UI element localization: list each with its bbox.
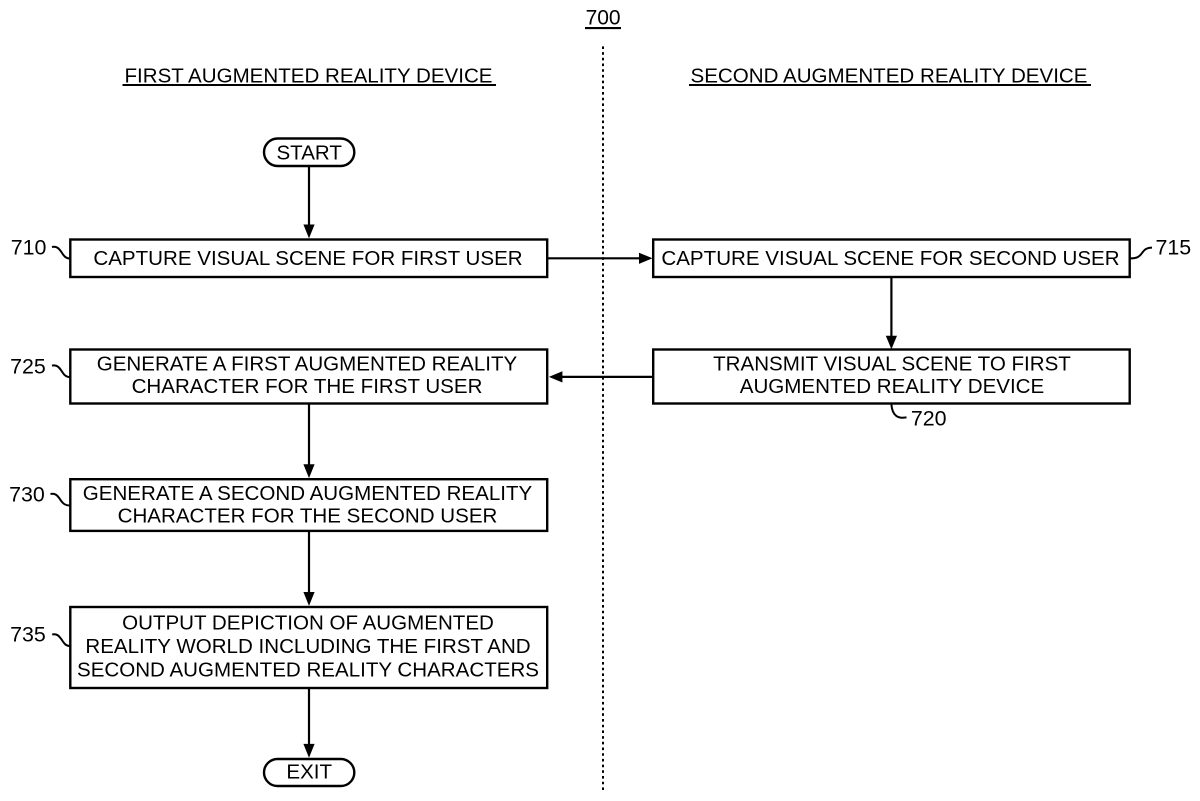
svg-text:EXIT: EXIT [286,760,332,783]
svg-text:FIRST AUGMENTED REALITY DEVICE: FIRST AUGMENTED REALITY DEVICE [124,65,492,88]
svg-text:SECOND AUGMENTED REALITY CHARA: SECOND AUGMENTED REALITY CHARACTERS [77,658,539,681]
svg-text:GENERATE A SECOND AUGMENTED RE: GENERATE A SECOND AUGMENTED REALITY [83,482,533,505]
svg-text:700: 700 [586,7,621,30]
svg-text:CHARACTER FOR THE FIRST USER: CHARACTER FOR THE FIRST USER [132,375,483,398]
svg-text:715: 715 [1155,236,1191,260]
svg-text:OUTPUT DEPICTION OF AUGMENTED: OUTPUT DEPICTION OF AUGMENTED [122,612,494,635]
svg-text:CHARACTER FOR THE SECOND USER: CHARACTER FOR THE SECOND USER [118,505,498,528]
svg-text:735: 735 [10,623,46,647]
svg-text:710: 710 [11,236,47,260]
svg-text:START: START [276,141,342,164]
svg-text:TRANSMIT VISUAL SCENE TO FIRST: TRANSMIT VISUAL SCENE TO FIRST [713,353,1071,376]
svg-text:720: 720 [911,407,947,431]
svg-text:CAPTURE VISUAL SCENE FOR SECON: CAPTURE VISUAL SCENE FOR SECOND USER [661,247,1119,270]
svg-text:AUGMENTED REALITY DEVICE: AUGMENTED REALITY DEVICE [740,375,1044,398]
svg-text:SECOND AUGMENTED REALITY DEVIC: SECOND AUGMENTED REALITY DEVICE [691,65,1088,88]
svg-text:730: 730 [9,482,45,506]
svg-text:GENERATE A FIRST AUGMENTED REA: GENERATE A FIRST AUGMENTED REALITY [97,353,518,376]
svg-text:725: 725 [10,355,46,379]
svg-text:REALITY WORLD INCLUDING THE FI: REALITY WORLD INCLUDING THE FIRST AND [85,635,530,658]
svg-text:CAPTURE VISUAL SCENE FOR FIRST: CAPTURE VISUAL SCENE FOR FIRST USER [93,247,522,270]
